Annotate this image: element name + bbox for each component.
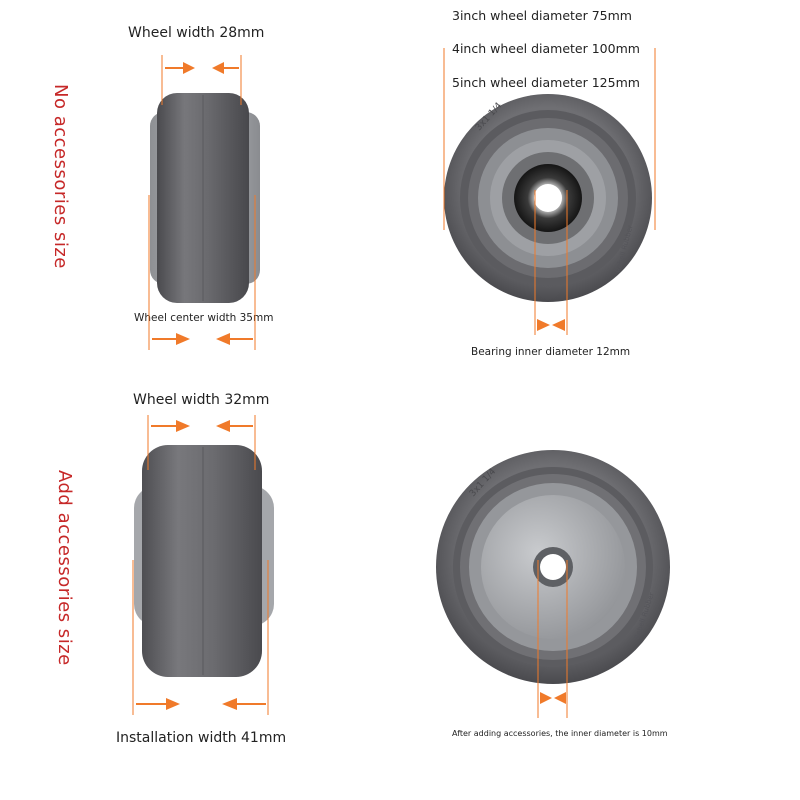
inner-diameter-note: After adding accessories, the inner diam… [452,729,668,738]
wheel-center-width-label: Wheel center width 35mm [134,312,274,324]
diameter-5inch-label: 5inch wheel diameter 125mm [452,75,640,90]
installation-width-label: Installation width 41mm [116,730,287,746]
wheel-width-label-1: Wheel width 28mm [128,25,265,41]
section-title-no-accessories: No accessories size [50,84,71,269]
section-title-add-accessories: Add accessories size [54,470,75,666]
diameter-3inch-label: 3inch wheel diameter 75mm [452,8,632,23]
bearing-inner-label: Bearing inner diameter 12mm [471,346,631,358]
wheel-width-label-2: Wheel width 32mm [133,392,270,408]
diameter-4inch-label: 4inch wheel diameter 100mm [452,41,640,56]
